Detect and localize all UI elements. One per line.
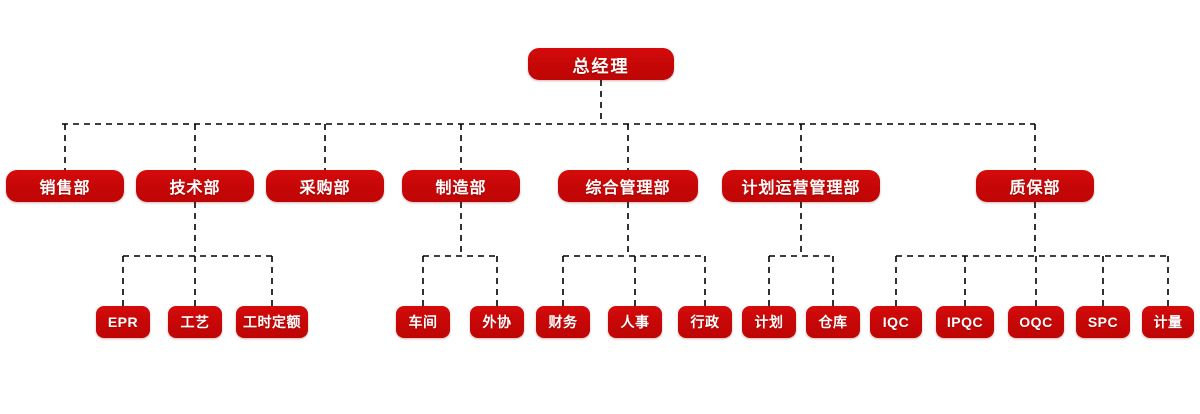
org-node-label: 人事	[620, 314, 650, 330]
org-node-outsource[interactable]: 外协	[470, 306, 524, 338]
org-node-label: 计划	[754, 314, 784, 330]
org-node-label: 采购部	[299, 180, 351, 197]
org-node-manufacture[interactable]: 制造部	[402, 170, 520, 202]
org-node-label: 外协	[482, 314, 512, 330]
org-node-process[interactable]: 工艺	[168, 306, 222, 338]
org-node-label: OQC	[1019, 314, 1053, 330]
org-node-label: 车间	[408, 314, 438, 330]
org-node-technology[interactable]: 技术部	[136, 170, 254, 202]
org-node-finance[interactable]: 财务	[536, 306, 590, 338]
org-node-quality[interactable]: 质保部	[976, 170, 1094, 202]
org-node-metrology[interactable]: 计量	[1142, 306, 1194, 338]
org-node-label: 综合管理部	[585, 180, 671, 197]
org-node-plan_ops[interactable]: 计划运营管理部	[722, 170, 880, 202]
org-node-label: EPR	[107, 314, 139, 330]
org-node-label: 计划运营管理部	[741, 180, 861, 197]
org-node-warehouse[interactable]: 仓库	[806, 306, 860, 338]
org-node-label: 制造部	[435, 180, 487, 197]
org-node-sales[interactable]: 销售部	[6, 170, 124, 202]
org-node-oqc[interactable]: OQC	[1008, 306, 1064, 338]
org-node-admin[interactable]: 行政	[678, 306, 732, 338]
org-node-ipqc[interactable]: IPQC	[936, 306, 994, 338]
org-node-label: 总经理	[572, 56, 630, 76]
org-node-label: 仓库	[818, 314, 848, 330]
org-node-labor_quota[interactable]: 工时定额	[236, 306, 308, 338]
org-node-label: IPQC	[946, 314, 984, 330]
org-node-general_mgmt[interactable]: 综合管理部	[558, 170, 698, 202]
org-node-label: 销售部	[39, 180, 91, 197]
org-node-label: 技术部	[169, 180, 221, 197]
org-node-hr[interactable]: 人事	[608, 306, 662, 338]
org-node-label: IQC	[882, 314, 910, 330]
org-node-label: 行政	[690, 314, 720, 330]
org-node-label: 质保部	[1009, 180, 1061, 197]
org-node-label: 工艺	[180, 314, 210, 330]
org-node-label: 计量	[1153, 314, 1183, 330]
org-node-label: 工时定额	[243, 314, 301, 330]
org-node-iqc[interactable]: IQC	[870, 306, 922, 338]
org-node-label: SPC	[1087, 314, 1119, 330]
org-node-epr[interactable]: EPR	[96, 306, 150, 338]
org-node-workshop[interactable]: 车间	[396, 306, 450, 338]
org-node-planning[interactable]: 计划	[742, 306, 796, 338]
org-node-label: 财务	[548, 314, 578, 330]
org-node-spc[interactable]: SPC	[1076, 306, 1130, 338]
org-node-procurement[interactable]: 采购部	[266, 170, 384, 202]
org-node-root[interactable]: 总经理	[528, 48, 674, 80]
